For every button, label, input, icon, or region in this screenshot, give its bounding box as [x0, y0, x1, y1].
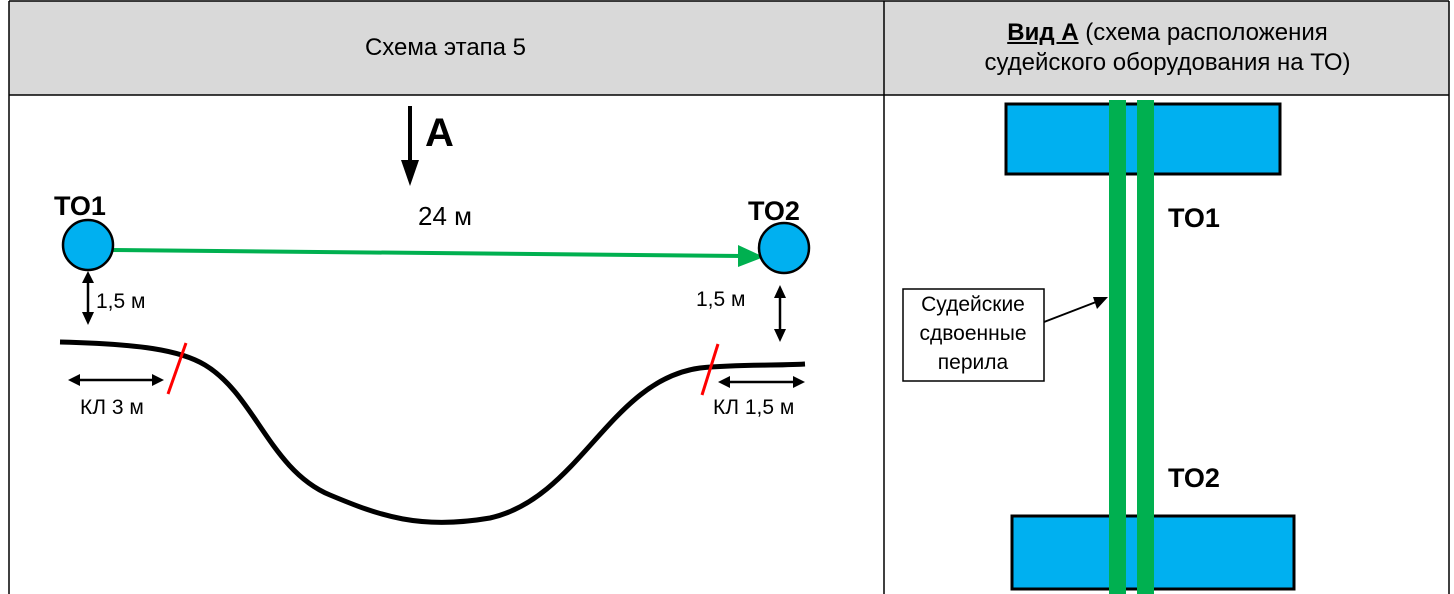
- control-line-left-mark: [166, 342, 188, 395]
- view-direction-arrow-head: [401, 160, 419, 186]
- control-line-right-label: КЛ 1,5 м: [713, 396, 794, 419]
- span-distance-label: 24 м: [418, 201, 472, 231]
- stage-scheme-header: Схема этапа 5: [10, 2, 881, 94]
- rope-arrow-head: [738, 245, 764, 267]
- to2-height-arrow-bottom: [774, 329, 786, 342]
- judges-rail-left: [1109, 100, 1126, 594]
- judges-rail-right: [1137, 100, 1154, 594]
- stage-scheme: А 24 м ТО1 ТО2 1,5 м 1,5 м КЛ 3 м: [54, 106, 811, 525]
- view-a-title-bold: Вид А: [1007, 19, 1079, 46]
- callout-pointer-head: [1093, 297, 1108, 309]
- to1-height-arrow-bottom: [82, 312, 94, 325]
- callout-box: [902, 288, 1045, 382]
- header-row-background: [9, 1, 1449, 95]
- to1-height-arrow-top: [82, 271, 94, 283]
- view-a-to2-label: ТО2: [1168, 463, 1220, 493]
- view-a-diagram: ТО1 ТО2 Судейские сдвоенные перила: [902, 100, 1296, 594]
- to2-node: [757, 221, 811, 275]
- control-line-right-arrow-head-l: [718, 376, 730, 388]
- rope-line: [111, 248, 743, 258]
- control-line-right-mark: [700, 343, 720, 396]
- to1-node: [61, 218, 115, 272]
- to1-label: ТО1: [54, 191, 106, 221]
- view-a-header: Вид А (схема расположения судейского обо…: [887, 2, 1448, 94]
- to2-height-arrow-top: [774, 285, 786, 298]
- callout-line-3: перила: [938, 351, 1009, 374]
- callout-line-2: сдвоенные: [920, 322, 1027, 345]
- callout-pointer: [1043, 301, 1097, 323]
- control-line-right-arrow-head-r: [793, 376, 805, 388]
- control-line-left-arrow-head-l: [68, 374, 80, 386]
- to2-label: ТО2: [748, 196, 800, 226]
- stage-scheme-title: Схема этапа 5: [364, 34, 527, 61]
- control-line-left-arrow-head-r: [152, 374, 164, 386]
- view-direction-label: А: [425, 111, 454, 155]
- terrain-profile: [59, 339, 806, 525]
- to1-height-label: 1,5 м: [96, 290, 145, 313]
- view-a-title-line2: судейского оборудования на ТО): [984, 49, 1351, 76]
- control-line-left-label: КЛ 3 м: [80, 396, 144, 419]
- view-a-to1-label: ТО1: [1168, 203, 1220, 233]
- to2-height-label: 1,5 м: [696, 288, 745, 311]
- view-a-title-rest: (схема расположения: [1078, 19, 1328, 46]
- callout-line-1: Судейские: [921, 293, 1025, 316]
